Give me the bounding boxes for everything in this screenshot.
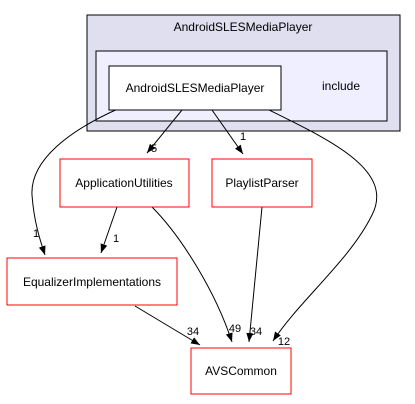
- node-label-avscommon: AVSCommon: [205, 364, 277, 378]
- node-label-playlistparser: PlaylistParser: [225, 176, 298, 190]
- include-label[interactable]: include: [322, 79, 360, 93]
- edge-playlist-avscommon: [246, 206, 263, 343]
- edge-main-equalizer: [31, 107, 121, 256]
- edge-label-playlist-avscommon[interactable]: 34: [250, 326, 262, 338]
- edge-app-utils-equalizer: [100, 206, 118, 254]
- node-avscommon[interactable]: AVSCommon: [190, 347, 292, 395]
- edge-label-main-avscommon[interactable]: 12: [278, 336, 290, 348]
- edge-label-app-utils-equalizer[interactable]: 1: [113, 233, 119, 245]
- edge-label-app-utils-avscommon[interactable]: 49: [229, 323, 241, 335]
- edge-main-playlist: [211, 109, 244, 155]
- edge-equalizer-avscommon: [134, 305, 201, 346]
- node-equalizerimplementations[interactable]: EqualizerImplementations: [6, 257, 178, 306]
- node-label-androidslesmediaplayer: AndroidSLESMediaPlayer: [126, 81, 265, 95]
- node-applicationutilities[interactable]: ApplicationUtilities: [59, 158, 190, 208]
- node-label-equalizerimplementations: EqualizerImplementations: [23, 275, 161, 289]
- cluster-label: AndroidSLESMediaPlayer: [174, 20, 313, 34]
- edge-main-avscommon: [264, 107, 378, 342]
- edge-label-main-equalizer[interactable]: 1: [33, 228, 39, 240]
- node-playlistparser[interactable]: PlaylistParser: [211, 158, 313, 208]
- edge-label-main-app-utils[interactable]: 5: [151, 143, 157, 155]
- node-androidslesmediaplayer[interactable]: AndroidSLESMediaPlayer: [108, 65, 282, 111]
- edge-label-main-playlist[interactable]: 1: [240, 131, 246, 143]
- edges: [31, 107, 378, 346]
- node-label-applicationutilities: ApplicationUtilities: [75, 176, 172, 190]
- edge-app-utils-avscommon: [151, 206, 233, 343]
- edge-main-app-utils: [146, 109, 183, 154]
- edge-label-equalizer-avscommon[interactable]: 34: [187, 326, 199, 338]
- edge-labels: 5 1 1 12 1 49 34 34: [33, 131, 290, 348]
